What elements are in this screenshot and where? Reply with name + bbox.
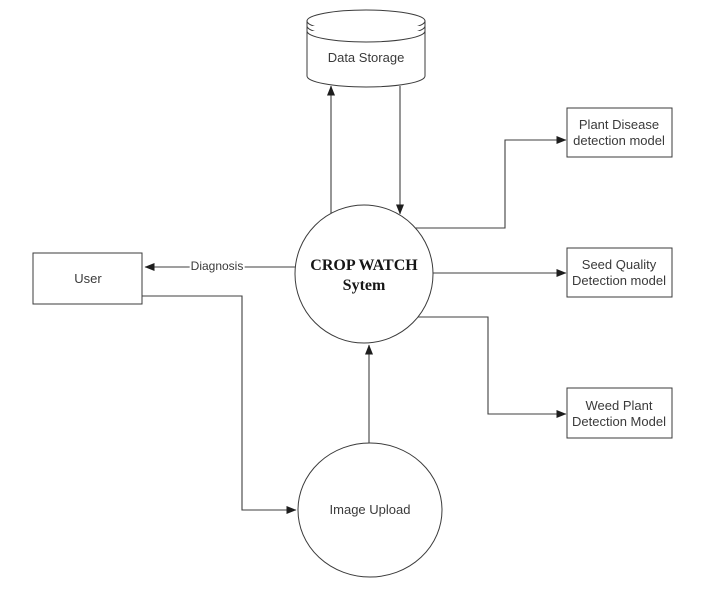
data-storage-node — [306, 9, 426, 88]
image-upload-label: Image Upload — [329, 502, 411, 517]
image-upload-node — [297, 442, 443, 578]
plant-disease-model-label: Plant Disease detection model — [573, 117, 665, 149]
diagnosis-edge-label: Diagnosis — [189, 258, 245, 274]
plant-disease-model-label-line2: detection model — [573, 133, 665, 148]
weed-plant-model-label-line1: Weed Plant — [585, 398, 653, 413]
crop-watch-system-node — [294, 204, 434, 344]
crop-watch-system-label: CROP WATCH Sytem — [310, 256, 417, 296]
crop-watch-system-label-line1: CROP WATCH — [310, 257, 418, 274]
weed-plant-model-label: Weed Plant Detection Model — [572, 398, 666, 430]
seed-quality-model-label-line1: Seed Quality — [581, 257, 657, 272]
user-label: User — [74, 271, 102, 286]
data-storage-label: Data Storage — [327, 50, 405, 65]
plant-disease-model-node — [566, 107, 673, 158]
user-node — [32, 252, 143, 305]
weed-plant-model-label-line2: Detection Model — [572, 414, 666, 429]
plant-disease-model-label-line1: Plant Disease — [578, 117, 660, 132]
crop-watch-system-label-line2: Sytem — [342, 277, 386, 294]
edge-user-to-image-upload — [142, 295, 297, 514]
seed-quality-model-node — [566, 247, 673, 298]
seed-quality-model-label-line2: Detection model — [572, 273, 666, 288]
edge-cropwatch-to-plant-disease — [415, 136, 567, 229]
edge-cropwatch-to-weed-plant — [418, 316, 567, 418]
seed-quality-model-label: Seed Quality Detection model — [572, 257, 666, 289]
weed-plant-model-node — [566, 387, 673, 439]
cylinder-ring-2 — [306, 30, 426, 43]
